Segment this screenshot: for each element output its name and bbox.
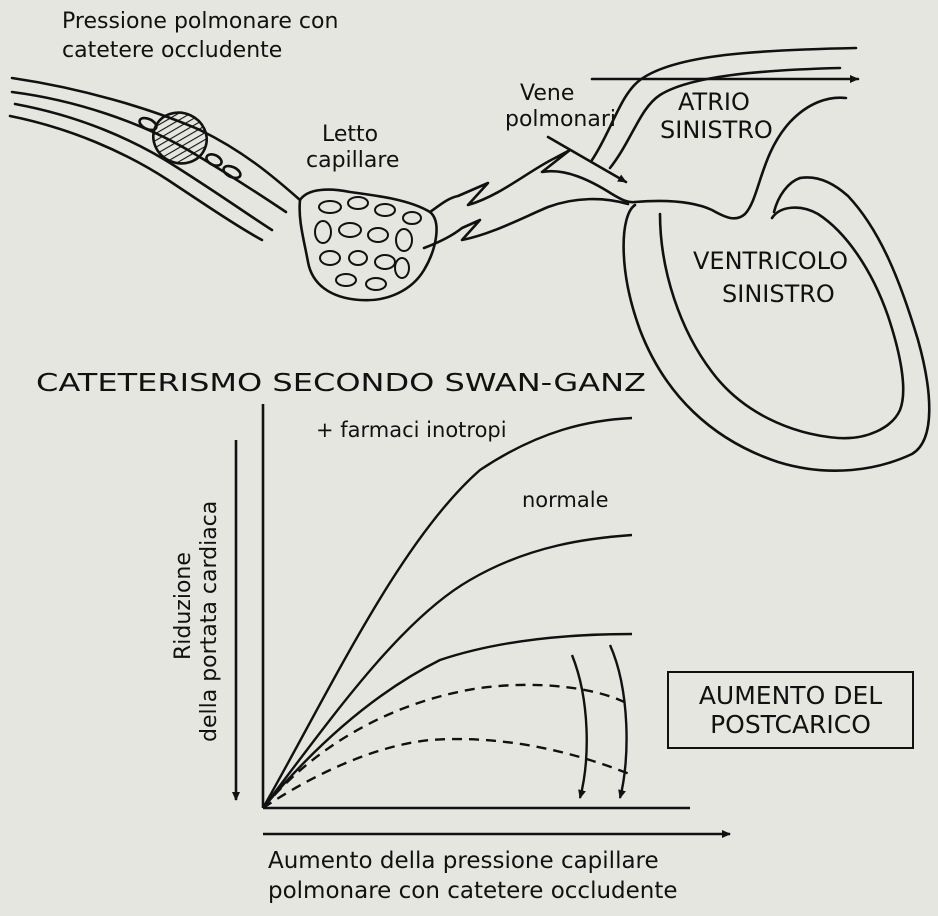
atrium-label-line2: SINISTRO <box>660 116 773 144</box>
anatomy-labels: Pressione polmonare con catetere occlude… <box>62 9 848 308</box>
curve-normale-label: normale <box>522 488 609 512</box>
pulmonary-veins <box>422 148 637 250</box>
curve-postcarico-1 <box>262 683 631 809</box>
curve-labels: + farmaci inotropi normale <box>316 418 609 512</box>
curve-reduced <box>262 632 633 809</box>
capillary-cells <box>314 196 422 291</box>
curve-normale <box>262 533 633 809</box>
curve-arrow-1 <box>570 654 588 799</box>
capillary-bed-outline <box>298 188 438 302</box>
curve-arrow-2 <box>608 644 628 799</box>
x-label-line1: Aumento della pressione capillare <box>268 848 659 874</box>
x-label-line2: polmonare con catetere occludente <box>268 878 678 904</box>
y-label-line2: della portata cardiaca <box>197 501 222 742</box>
blood-cell <box>205 153 223 167</box>
left-atrium <box>590 46 858 220</box>
x-axis-label: Aumento della pressione capillare polmon… <box>268 848 678 904</box>
flow-arrow-veins <box>546 135 628 184</box>
anatomy-illustration <box>8 46 931 472</box>
curve-inotropi-label: + farmaci inotropi <box>316 418 507 442</box>
left-ventricle <box>622 176 931 472</box>
veins-label-line2: polmonari <box>505 107 616 132</box>
curves <box>261 416 633 809</box>
veins-label-line1: Vene <box>520 81 574 106</box>
curve-postcarico-2 <box>262 737 633 809</box>
postcarico-box: AUMENTO DEL POSTCARICO <box>667 671 914 749</box>
ventricle-label-line1: VENTRICOLO <box>693 247 848 275</box>
y-label-line1: Riduzione <box>171 552 196 660</box>
occlusion-label-line2: catetere occludente <box>62 38 282 63</box>
ventricle-label-line2: SINISTRO <box>722 280 835 308</box>
postcarico-box-line1: AUMENTO DEL <box>698 681 883 710</box>
occlusion-label-line1: Pressione polmonare con <box>62 9 338 34</box>
graph-title: CATETERISMO SECONDO SWAN-GANZ <box>36 368 646 397</box>
capillary-label-line1: Letto <box>322 122 378 147</box>
capillary-label-line2: capillare <box>306 148 399 173</box>
pulmonary-artery <box>8 76 302 242</box>
balloon-occlusion <box>152 111 208 165</box>
postcarico-box-line2: POSTCARICO <box>710 710 871 739</box>
atrium-label-line1: ATRIO <box>678 88 750 116</box>
y-axis-label: Riduzione della portata cardiaca <box>171 501 222 742</box>
blood-cell <box>138 116 158 132</box>
blood-cell <box>222 164 242 180</box>
graph-axes <box>232 404 731 838</box>
curve-inotropi <box>261 416 633 809</box>
